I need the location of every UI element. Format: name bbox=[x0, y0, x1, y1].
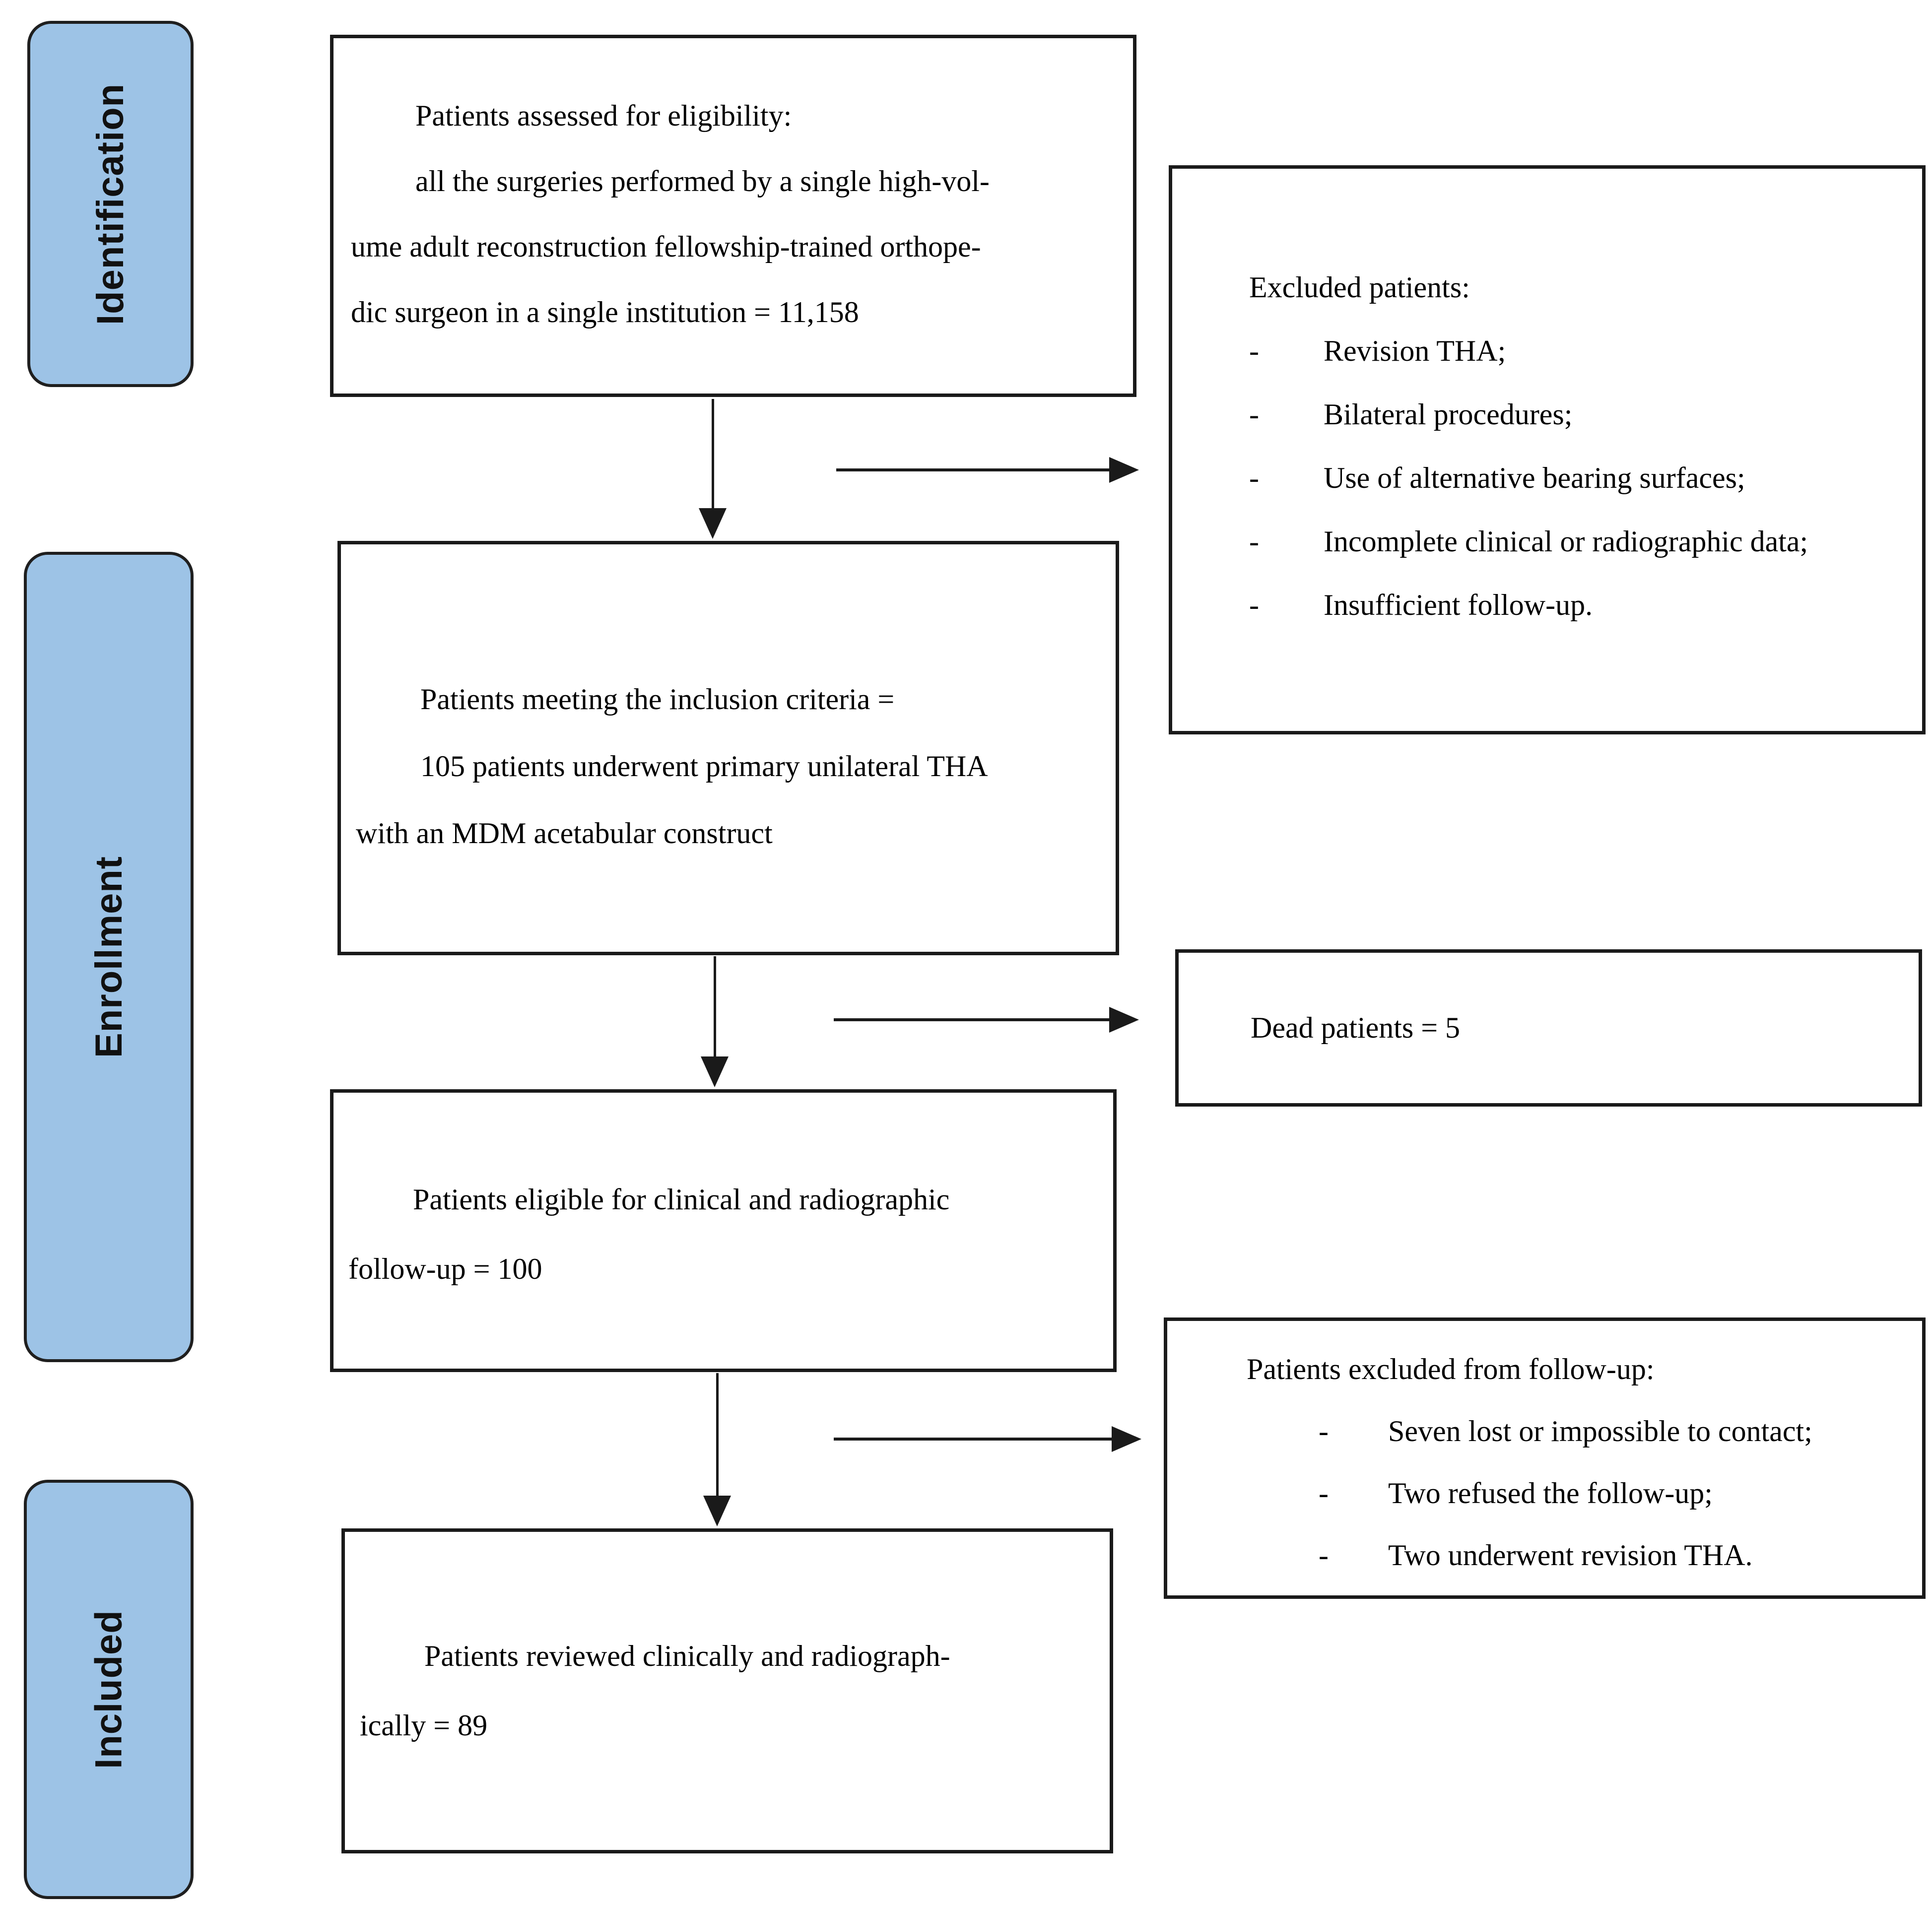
arrow-shaft bbox=[834, 1018, 1109, 1021]
excluded-item-5-text: Insufficient follow-up. bbox=[1324, 589, 1593, 621]
arrow-down-head bbox=[701, 1056, 729, 1087]
dash-bullet: - bbox=[1249, 334, 1259, 367]
arrow-shaft bbox=[713, 956, 716, 1056]
excluded-item-3: - Use of alternative bearing surfaces; bbox=[1249, 446, 1902, 510]
arrow-right-to-dead bbox=[834, 1007, 1139, 1033]
eligible-line-1: Patients eligible for clinical and radio… bbox=[413, 1183, 950, 1216]
dash-bullet: - bbox=[1319, 1415, 1329, 1447]
stage-enrollment-label: Enrollment bbox=[87, 856, 130, 1058]
dash-bullet: - bbox=[1249, 461, 1259, 494]
excluded-patients-box: Excluded patients: - Revision THA; - Bil… bbox=[1169, 165, 1926, 734]
arrow-shaft bbox=[711, 399, 714, 508]
excluded-patients-text: Excluded patients: - Revision THA; - Bil… bbox=[1172, 169, 1922, 637]
reviewed-text: Patients reviewed clinically and radiogr… bbox=[345, 1532, 1110, 1760]
followup-item-1-text: Seven lost or impossible to contact; bbox=[1388, 1415, 1812, 1447]
arrow-down-eligible-to-reviewed bbox=[702, 1373, 732, 1526]
followup-item-2-text: Two refused the follow-up; bbox=[1388, 1477, 1713, 1510]
dead-patients-text: Dead patients = 5 bbox=[1251, 1011, 1461, 1044]
followup-excluded-box: Patients excluded from follow-up: - Seve… bbox=[1164, 1317, 1926, 1599]
dead-patients-box: Dead patients = 5 bbox=[1175, 949, 1922, 1107]
arrow-right-to-excluded bbox=[836, 457, 1139, 483]
eligible-followup-text: Patients eligible for clinical and radio… bbox=[333, 1093, 1113, 1304]
followup-item-3-text: Two underwent revision THA. bbox=[1388, 1539, 1753, 1572]
arrow-down-head bbox=[703, 1496, 731, 1526]
stage-identification: Identification bbox=[27, 21, 194, 387]
arrow-shaft bbox=[834, 1438, 1112, 1441]
inclusion-criteria-text: Patients meeting the inclusion criteria … bbox=[341, 544, 1116, 867]
excluded-item-4-text: Incomplete clinical or radiographic data… bbox=[1324, 525, 1808, 558]
arrow-shaft bbox=[836, 468, 1109, 471]
assessed-line-1: Patients assessed for eligibility: bbox=[415, 99, 792, 132]
arrow-down-assessed-to-inclusion bbox=[698, 399, 728, 539]
inclusion-criteria-box: Patients meeting the inclusion criteria … bbox=[337, 541, 1119, 955]
dash-bullet: - bbox=[1249, 589, 1259, 621]
inclusion-line-3: with an MDM acetabular construct bbox=[356, 817, 773, 850]
arrow-right-to-followup-excluded bbox=[834, 1426, 1141, 1452]
dash-bullet: - bbox=[1249, 398, 1259, 431]
excluded-patients-title: Excluded patients: bbox=[1249, 271, 1470, 304]
arrow-shaft bbox=[716, 1373, 719, 1496]
excluded-item-1: - Revision THA; bbox=[1249, 319, 1902, 383]
arrow-right-head bbox=[1112, 1426, 1141, 1452]
assessed-line-2: all the surgeries performed by a single … bbox=[415, 165, 990, 197]
reviewed-box: Patients reviewed clinically and radiogr… bbox=[341, 1528, 1113, 1853]
eligible-line-2: follow-up = 100 bbox=[348, 1252, 542, 1285]
followup-item-3: - Two underwent revision THA. bbox=[1319, 1524, 1912, 1586]
excluded-item-5: - Insufficient follow-up. bbox=[1249, 573, 1902, 637]
inclusion-line-2: 105 patients underwent primary unilatera… bbox=[420, 750, 988, 783]
inclusion-line-1: Patients meeting the inclusion criteria … bbox=[420, 683, 895, 716]
excluded-item-2-text: Bilateral procedures; bbox=[1324, 398, 1573, 431]
excluded-item-4: - Incomplete clinical or radiographic da… bbox=[1249, 510, 1902, 573]
stage-identification-label: Identification bbox=[89, 83, 132, 325]
assessed-for-eligibility-text: Patients assessed for eligibility: all t… bbox=[333, 38, 1133, 345]
assessed-for-eligibility-box: Patients assessed for eligibility: all t… bbox=[330, 35, 1136, 397]
followup-excluded-text: Patients excluded from follow-up: - Seve… bbox=[1167, 1321, 1922, 1586]
arrow-right-head bbox=[1109, 1007, 1139, 1033]
reviewed-line-2: ically = 89 bbox=[360, 1709, 488, 1742]
arrow-down-head bbox=[699, 508, 727, 539]
excluded-item-1-text: Revision THA; bbox=[1324, 334, 1506, 367]
dash-bullet: - bbox=[1319, 1477, 1329, 1510]
stage-included-label: Included bbox=[87, 1610, 130, 1769]
excluded-item-2: - Bilateral procedures; bbox=[1249, 383, 1902, 446]
dash-bullet: - bbox=[1249, 525, 1259, 558]
arrow-right-head bbox=[1109, 457, 1139, 483]
assessed-line-3: ume adult reconstruction fellowship-trai… bbox=[351, 230, 981, 263]
arrow-down-inclusion-to-eligible bbox=[700, 956, 730, 1087]
followup-item-2: - Two refused the follow-up; bbox=[1319, 1462, 1912, 1524]
stage-enrollment: Enrollment bbox=[24, 552, 194, 1362]
followup-item-1: - Seven lost or impossible to contact; bbox=[1319, 1400, 1912, 1462]
eligible-followup-box: Patients eligible for clinical and radio… bbox=[330, 1089, 1117, 1372]
followup-excluded-title: Patients excluded from follow-up: bbox=[1247, 1353, 1655, 1385]
excluded-item-3-text: Use of alternative bearing surfaces; bbox=[1324, 461, 1745, 494]
dash-bullet: - bbox=[1319, 1539, 1329, 1572]
reviewed-line-1: Patients reviewed clinically and radiogr… bbox=[424, 1640, 950, 1672]
stage-included: Included bbox=[24, 1480, 194, 1899]
assessed-line-4: dic surgeon in a single institution = 11… bbox=[351, 296, 859, 329]
